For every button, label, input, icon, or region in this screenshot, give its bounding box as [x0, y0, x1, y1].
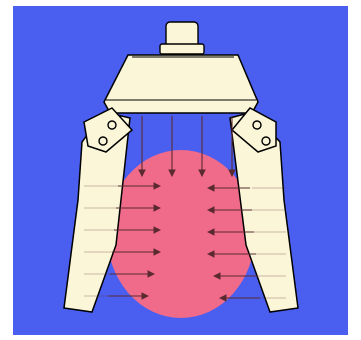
right-hinge-pin-lower — [261, 136, 271, 146]
cap-collar — [159, 43, 205, 55]
right-hinge-pin-upper — [252, 120, 262, 130]
left-finger-blade — [63, 111, 131, 313]
left-hinge-pin-lower — [98, 136, 108, 146]
left-gripper-finger — [63, 107, 134, 313]
gripped-ball — [107, 150, 255, 318]
force-arrows — [108, 116, 260, 302]
right-gripper-finger — [229, 107, 299, 313]
left-hinge-pin-upper — [107, 120, 117, 130]
gripper-body — [103, 54, 259, 114]
force-guide-lines — [84, 185, 286, 299]
right-finger-blade — [229, 111, 299, 313]
left-finger-hinge — [83, 107, 134, 153]
mounting-cap — [159, 21, 205, 55]
